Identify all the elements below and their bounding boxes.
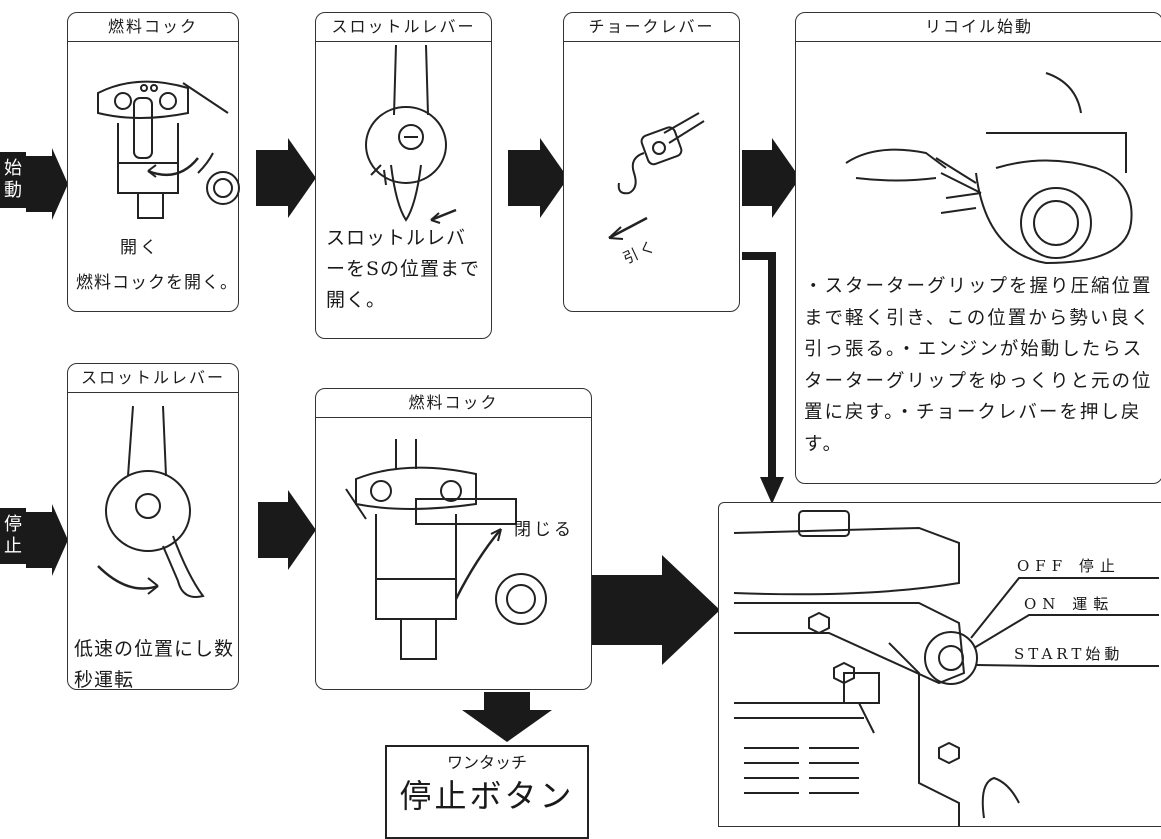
card-title: スロットルレバー	[68, 364, 238, 393]
switch-start-label: START始動	[1014, 645, 1124, 663]
card-title: スロットルレバー	[316, 13, 491, 42]
card-throttle-stop: スロットルレバー 低速の位置にし数秒運転	[67, 363, 239, 691]
card-title: リコイル始動	[796, 13, 1161, 42]
engine-illustration	[733, 510, 1159, 826]
switch-on-label: ON 運転	[1024, 595, 1115, 613]
card-fuel-cock-start: 燃料コック 開く 燃料コックを開く。	[67, 12, 240, 312]
throttle-stop-caption: 低速の位置にし数秒運転	[74, 638, 235, 691]
connector-arrow	[742, 252, 784, 504]
flow-arrow	[256, 138, 316, 218]
flow-arrow	[742, 138, 800, 218]
recoil-caption: ・スターターグリップを握り圧縮位置まで軽く引き、この位置から勢い良く引っ張る。・…	[804, 276, 1153, 455]
card-fuel-cock-stop: 燃料コック 閉じる	[315, 388, 592, 690]
stop-button-small: ワンタッチ	[446, 753, 527, 772]
flow-arrow	[592, 555, 720, 665]
card-choke: チョークレバー 引く	[563, 12, 740, 312]
one-touch-stop-button: ワンタッチ 停止ボタン	[385, 745, 589, 839]
choke-lever-illustration	[608, 112, 705, 240]
throttle-start-caption: スロットルレバーをSの位置まで開く。	[326, 227, 481, 311]
stop-label: 停止	[0, 508, 26, 564]
engine-switch-panel: OFF 停止 ON 運転 START始動	[718, 502, 1161, 827]
stop-arrow	[26, 504, 68, 576]
stop-button-large: 停止ボタン	[399, 777, 575, 815]
fuel-cock-start-caption: 燃料コックを開く。	[76, 273, 238, 293]
throttle-lever-illustration	[365, 44, 457, 224]
card-title: チョークレバー	[564, 13, 739, 42]
fuel-cock-open-illustration	[97, 80, 240, 219]
throttle-low-illustration	[97, 405, 205, 598]
flow-arrow	[508, 138, 568, 218]
fuel-cock-close-illustration	[345, 439, 547, 660]
card-recoil-start: リコイル始動 ・スターターグリップを握り圧縮位置まで軽く引き、この位置から勢い良…	[795, 12, 1161, 484]
recoil-start-illustration	[845, 72, 1133, 265]
start-label: 始動	[0, 152, 26, 208]
open-callout: 開く	[120, 238, 160, 258]
flow-arrow	[258, 490, 316, 570]
card-title: 燃料コック	[68, 13, 238, 42]
down-arrow	[462, 692, 552, 742]
card-title: 燃料コック	[316, 389, 591, 418]
start-arrow	[26, 148, 68, 220]
switch-off-label: OFF 停止	[1017, 557, 1121, 575]
close-callout: 閉じる	[514, 520, 574, 540]
card-throttle-start: スロットルレバー スロットルレバーをSの位置まで開く。	[315, 12, 492, 339]
